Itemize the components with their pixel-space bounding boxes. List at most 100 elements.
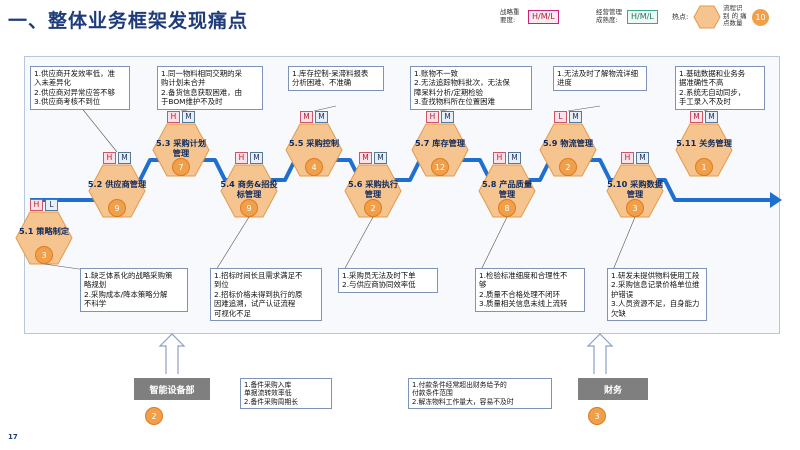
connector-line [313, 105, 337, 112]
ops-maturity-tag: M [182, 111, 195, 123]
connector-line [480, 216, 508, 271]
process-label-5-7: 5.7 库存管理 [414, 138, 466, 148]
department-box: 财务 [578, 378, 648, 400]
pain-point-note-top: 1.同一物料相同交期的采 购计划未合并 2.备货信息获取困难，由 于BOM维护不… [157, 66, 263, 110]
process-hexagon [606, 164, 664, 218]
department-note: 1.备件采购入库 单据流转效率低 2.备件采购周期长 [240, 378, 332, 410]
strategic-importance-tag: H [621, 152, 634, 164]
strategic-importance-tag: H [493, 152, 506, 164]
pain-point-note-top: 1.库存控制-呆滞料报表 分析困难、不准确 [288, 66, 384, 91]
strategic-importance-tag: H [235, 152, 248, 164]
legend-hot-desc: 流程识 别 的 痛 点数量 [723, 4, 747, 27]
pain-point-count-badge: 2 [364, 199, 382, 217]
process-hexagon [539, 123, 597, 177]
connector-line [612, 216, 636, 271]
pain-point-count-badge: 8 [498, 199, 516, 217]
process-label-5-4: 5.4 商务&招投 标管理 [220, 179, 278, 199]
up-arrow-icon [158, 333, 186, 374]
ops-maturity-tag: M [118, 152, 131, 164]
department-note: 1.付款条件经常超出财务给予的 付款条件范围 2.解冻物料工作量大，容易不及时 [408, 378, 552, 410]
process-hexagon [15, 211, 73, 265]
ops-maturity-tag: M [508, 152, 521, 164]
process-label-5-1: 5.1 策略制定 [18, 226, 70, 236]
ops-maturity-tag: M [250, 152, 263, 164]
pain-point-count-badge: 3 [626, 199, 644, 217]
strategic-importance-tag: H [103, 152, 116, 164]
process-hexagon [411, 123, 469, 177]
process-hexagon [344, 164, 402, 218]
pain-point-count-badge: 2 [559, 158, 577, 176]
legend-ops-value: H/M/L [627, 10, 658, 24]
department-box: 智能设备部 [134, 378, 210, 400]
page-number: 17 [8, 433, 18, 441]
strategic-importance-tag: M [690, 111, 703, 123]
up-arrow-icon [586, 333, 614, 374]
pain-point-note-bottom: 1.采购员无法及时下单 2.与供应商协同效率低 [338, 268, 438, 293]
process-label-5-3: 5.3 采购计划 管理 [155, 138, 207, 158]
process-hexagon [88, 164, 146, 218]
pain-point-note-bottom: 1.研发未提供物料使用工段 2.采购信息记录价格单位维 护错误 3.人员资源不足… [607, 268, 707, 322]
process-label-5-9: 5.9 物流管理 [542, 138, 594, 148]
legend-ops-label: 经营管理 成熟度: [596, 8, 622, 24]
pain-point-count-badge: 3 [35, 246, 53, 264]
process-label-5-11: 5.11 关务管理 [676, 138, 732, 148]
strategic-importance-tag: M [300, 111, 313, 123]
legend-hot-circle: 10 [752, 9, 769, 26]
pain-point-note-top: 1.基础数据和业务务 据准确性不高 2.系统无自动同步， 手工录入不及时 [675, 66, 765, 110]
process-label-5-10: 5.10 采购数据 管理 [607, 179, 663, 199]
ops-maturity-tag: M [374, 152, 387, 164]
ops-maturity-tag: M [569, 111, 582, 123]
pain-point-count-badge: 9 [108, 199, 126, 217]
pain-point-note-top: 1.账物不一致 2.无法追踪物料批次，无法保 障呆料分析/定期检验 3.查找物料… [410, 66, 532, 110]
department-pain-count-badge: 3 [588, 407, 606, 425]
department-pain-count-badge: 2 [145, 407, 163, 425]
process-label-5-2: 5.2 供应商管理 [87, 179, 147, 189]
process-hexagon [478, 164, 536, 218]
connector-line [343, 216, 374, 271]
ops-maturity-tag: M [705, 111, 718, 123]
strategic-importance-tag: M [359, 152, 372, 164]
ops-maturity-tag: M [441, 111, 454, 123]
process-hexagon [675, 123, 733, 177]
pain-point-note-bottom: 1.招标时间长且需求满足不 到位 2.招标价格未得到执行的原 因难追溯，试产认证… [210, 268, 322, 322]
pain-point-count-badge: 12 [431, 158, 449, 176]
pain-point-count-badge: 1 [695, 158, 713, 176]
pain-point-count-badge: 4 [305, 158, 323, 176]
legend-hexagon-icon [693, 5, 721, 29]
pain-point-count-badge: 7 [172, 158, 190, 176]
arrow-head-icon [770, 192, 782, 208]
pain-point-note-top: 1.无法及时了解物流详细 进度 [553, 66, 647, 91]
ops-maturity-tag: M [315, 111, 328, 123]
process-label-5-5: 5.5 采购控制 [288, 138, 340, 148]
strategic-importance-tag: H [426, 111, 439, 123]
connector-line [567, 105, 601, 112]
strategic-importance-tag: L [554, 111, 567, 123]
ops-maturity-tag: L [45, 199, 58, 211]
pain-point-note-top: 1.供应商开发效率低，准 入未差异化 2.供应商对异常应答不够 3.供应商考核不… [30, 66, 130, 110]
pain-point-note-bottom: 1.缺乏体系化的战略采购策 略规划 2.采购成本/降本策略分解 不科学 [80, 268, 188, 312]
page-title: 一、整体业务框架发现痛点 [8, 10, 249, 32]
process-hexagon [220, 164, 278, 218]
ops-maturity-tag: M [636, 152, 649, 164]
legend-strategic-value: H/M/L [528, 10, 559, 24]
strategic-importance-tag: H [30, 199, 43, 211]
process-hexagon [152, 123, 210, 177]
connector-line [215, 216, 250, 271]
process-label-5-8: 5.8 产品质量 管理 [481, 179, 533, 199]
process-label-5-6: 5.6 采购执行 管理 [347, 179, 399, 199]
strategic-importance-tag: H [167, 111, 180, 123]
connector-line [79, 105, 118, 153]
pain-point-note-bottom: 1.检验标准细度和合理性不 够 2.质量不合格处理不闭环 3.质量相关信息未线上… [475, 268, 585, 312]
